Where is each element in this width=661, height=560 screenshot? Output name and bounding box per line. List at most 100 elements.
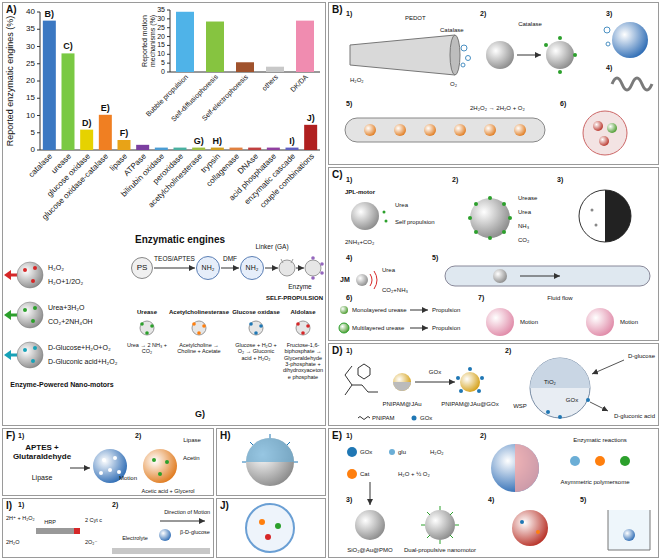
subpanel-number: 3) xyxy=(346,496,352,504)
lipase-motor-illustrations xyxy=(158,472,162,476)
axis-ticks xyxy=(167,45,170,46)
electrochemical-motor-illustrations xyxy=(36,521,210,554)
tick-label: 5 xyxy=(31,128,35,137)
label-text: Propulsion xyxy=(432,325,460,332)
bar xyxy=(80,130,93,150)
tick-label: 20 xyxy=(157,33,165,41)
urease-motor-illustrations xyxy=(488,236,492,240)
urease-motor-illustrations xyxy=(520,276,560,277)
axis-ticks xyxy=(167,27,170,28)
bar-chart xyxy=(37,10,317,150)
urease-motor-illustrations xyxy=(486,308,514,336)
label-text: HRP xyxy=(44,519,56,525)
synthesis-scheme-illustration xyxy=(150,324,154,328)
bar xyxy=(236,62,254,72)
label-text: H₂O₂ xyxy=(48,264,64,272)
lipase-motor-illustrations xyxy=(165,460,169,464)
synthesis-scheme-illustration xyxy=(145,331,149,335)
synthesis-scheme-illustration xyxy=(197,331,201,335)
particle-label: NH₂ xyxy=(246,264,259,272)
subpanel-number: 2) xyxy=(480,432,486,440)
callout-letter: C) xyxy=(63,41,73,51)
urease-motor-illustrations xyxy=(605,190,631,242)
cascade-motor-illustrations xyxy=(515,444,539,492)
catalase-motor-illustrations xyxy=(461,63,465,67)
panel-letter: E) xyxy=(332,430,342,442)
subpanel-number: 7) xyxy=(478,294,484,302)
urease-motor-illustrations xyxy=(356,274,368,286)
axis-ticks xyxy=(37,29,40,30)
tick-label: 5 xyxy=(161,59,165,67)
bar xyxy=(99,115,112,150)
synthesis-scheme-illustration xyxy=(249,322,253,326)
axis-ticks xyxy=(167,10,170,72)
label-text: Urea+3H₂O xyxy=(48,304,84,312)
catalase-motor-illustrations xyxy=(583,111,627,155)
lipase-motor-illustrations xyxy=(108,468,112,472)
synthesis-scheme-illustration xyxy=(311,276,315,280)
label-text: 2NH₃+CO₂ xyxy=(345,239,374,246)
label-text: PNIPAM xyxy=(372,415,395,422)
axis-ticks xyxy=(37,150,40,151)
catalase-motor-illustrations xyxy=(573,53,577,57)
synthesis-scheme-illustration xyxy=(306,324,310,328)
synthesis-scheme-illustration xyxy=(202,324,206,328)
urease-motor-illustrations xyxy=(502,202,506,206)
catalase-motor-illustrations xyxy=(364,124,376,136)
label-text: Enzymatic reactions xyxy=(573,437,627,444)
urease-motor-illustrations xyxy=(595,224,598,227)
panel-letter: F) xyxy=(6,430,15,442)
glucose-oxidase-motor-illustrations xyxy=(590,402,608,411)
label-text: Dual-propulsive nanomotor xyxy=(404,547,476,554)
vesicle-motor-illustration xyxy=(246,504,294,552)
tick-label: 25 xyxy=(157,24,165,32)
bar xyxy=(248,148,261,150)
synthesis-scheme-illustration xyxy=(140,321,154,335)
figure-panel: J) xyxy=(216,498,326,558)
label-text: Catalase xyxy=(440,27,464,34)
subpanel-number: 2) xyxy=(505,347,511,355)
enzyme-nanomotor-illustration xyxy=(4,350,11,360)
glucose-oxidase-motor-illustrations xyxy=(459,389,463,393)
urease-motor-illustrations xyxy=(474,230,478,234)
enzyme-name: Urease xyxy=(137,309,157,316)
catalase-motor-illustrations xyxy=(345,22,652,155)
bar xyxy=(192,148,205,150)
enzyme-nanomotor-illustration xyxy=(31,319,35,323)
cascade-motor-illustrations xyxy=(536,530,540,534)
catalase-motor-illustrations xyxy=(558,36,562,40)
cascade-motor-illustrations xyxy=(595,456,605,466)
glucose-oxidase-motor-illustrations xyxy=(530,358,590,388)
synthesis-scheme-illustration xyxy=(259,324,263,328)
half-coated-motor-illustration xyxy=(246,438,294,486)
cascade-motor-illustrations xyxy=(389,449,395,455)
panel-letter: I) xyxy=(6,500,12,512)
subpanel-number: 3) xyxy=(606,10,612,18)
connector-arrow xyxy=(221,268,239,269)
urease-motor-illustrations xyxy=(474,202,478,206)
axis-ticks xyxy=(37,12,40,13)
reaction-text: Acetylcholine → Choline + Acetate xyxy=(171,342,227,355)
enzyme-name: Glucose oxidase xyxy=(232,309,280,316)
lipase-motor-illustrations xyxy=(70,449,177,483)
urease-motor-illustrations xyxy=(586,308,614,336)
circle-outline xyxy=(241,257,264,280)
enzyme-nanomotor-illustration xyxy=(4,270,11,280)
subpanel-number: 5) xyxy=(580,496,586,504)
label-text: JM xyxy=(340,276,350,284)
catalase-motor-illustrations xyxy=(544,43,548,47)
synthesis-scheme-illustration xyxy=(192,322,196,326)
catalase-motor-illustrations xyxy=(424,124,436,136)
urease-motor-illustrations xyxy=(445,266,650,286)
electrochemical-motor-illustrations xyxy=(36,528,80,534)
bar xyxy=(286,148,299,150)
label-text: Monolayered urease xyxy=(352,307,407,314)
label-text: 2O₂⁻ xyxy=(85,539,97,545)
enzyme-nanomotor-illustration xyxy=(17,342,43,368)
cascade-motor-illustrations xyxy=(620,456,630,466)
subpanel-number: 1) xyxy=(346,10,352,18)
subpanel-number: 1) xyxy=(346,176,352,184)
label-text: Motion xyxy=(620,319,638,326)
callout-letter: H) xyxy=(213,135,223,145)
